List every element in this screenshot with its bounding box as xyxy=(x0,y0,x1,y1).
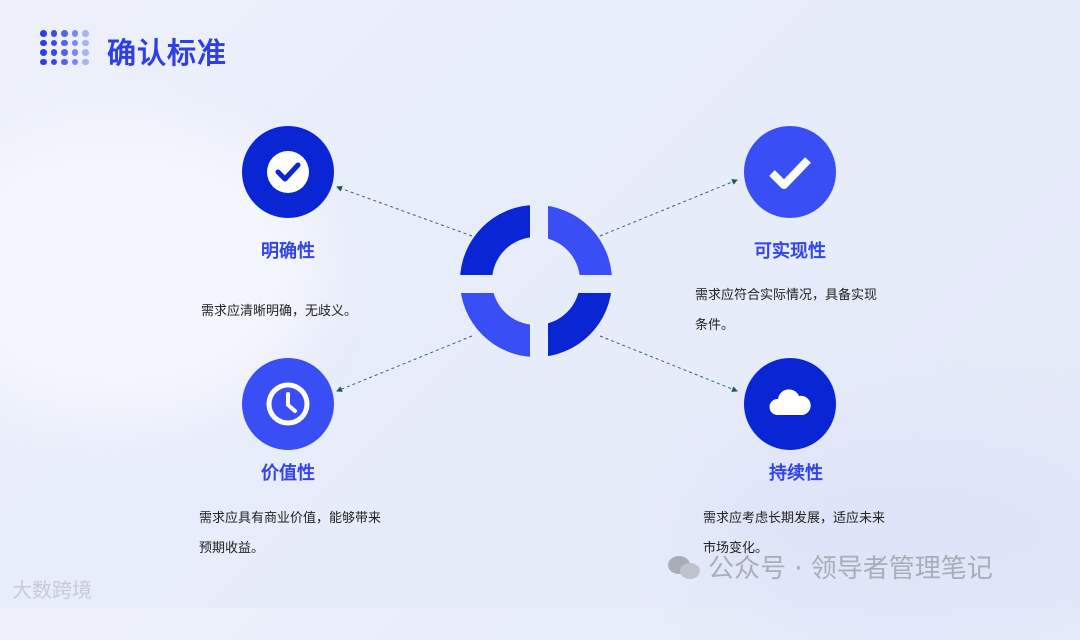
dot xyxy=(82,39,89,46)
dots-decoration xyxy=(40,30,90,65)
ring-segment-top-right xyxy=(548,204,612,275)
dot xyxy=(50,39,57,46)
dot xyxy=(50,49,57,56)
dot xyxy=(71,39,78,46)
page-title: 确认标准 xyxy=(107,36,228,70)
value-label: 价值性 xyxy=(261,463,315,484)
feasibility-label: 可实现性 xyxy=(754,241,826,262)
dot xyxy=(61,58,68,65)
sustainability-label: 持续性 xyxy=(769,463,823,484)
clarity-icon-circle xyxy=(242,126,334,218)
dot xyxy=(82,49,89,56)
dot xyxy=(50,30,57,37)
dot xyxy=(71,49,78,56)
ring-segment-top-left xyxy=(460,204,530,275)
check-icon xyxy=(769,157,811,189)
ring-segment-bottom-right xyxy=(548,293,612,358)
value-desc: 需求应具有商业价值，能够带来预期收益。 xyxy=(199,511,382,556)
dot xyxy=(61,39,68,46)
dot xyxy=(82,58,89,65)
arrow-to-value xyxy=(336,335,473,392)
wechat-icon xyxy=(668,554,702,580)
dot xyxy=(71,30,78,37)
clarity-label: 明确性 xyxy=(261,241,315,262)
dot xyxy=(40,39,47,46)
sustainability-icon-circle xyxy=(744,358,836,450)
cloud-icon xyxy=(769,389,811,415)
value-icon-circle xyxy=(242,358,334,450)
check-circle-icon xyxy=(267,151,309,193)
ring-segment-bottom-left xyxy=(460,293,530,358)
arrow-to-feasibility xyxy=(599,179,738,237)
dot xyxy=(40,58,47,65)
dot xyxy=(61,30,68,37)
dot xyxy=(40,49,47,56)
feasibility-desc: 需求应符合实际情况，具备实现条件。 xyxy=(695,288,878,333)
feasibility-icon-circle xyxy=(744,126,836,218)
connector-lines xyxy=(336,179,738,392)
clock-icon xyxy=(266,382,310,426)
dot xyxy=(50,58,57,65)
watermark-right: 公众号 · 领导者管理笔记 xyxy=(668,548,993,585)
clarity-desc: 需求应清晰明确，无歧义。 xyxy=(201,304,358,319)
dot xyxy=(40,30,47,37)
sustainability-desc: 需求应考虑长期发展，适应未来市场变化。 xyxy=(703,511,886,556)
arrow-to-clarity xyxy=(336,185,473,237)
dot xyxy=(71,58,78,65)
dot xyxy=(61,49,68,56)
dot xyxy=(82,30,89,37)
watermark-left: 大数跨境 xyxy=(12,578,92,602)
arrow-to-sustainability xyxy=(599,335,738,392)
